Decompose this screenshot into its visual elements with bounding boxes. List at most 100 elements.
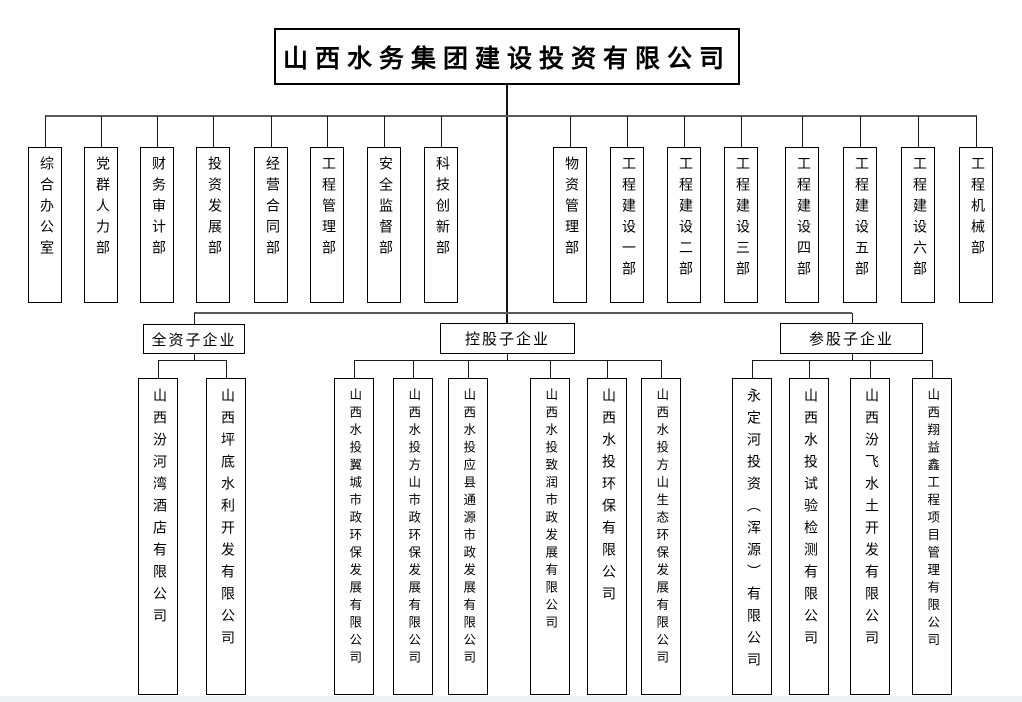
connector-drop xyxy=(194,354,195,360)
root-company-title: 山西水务集团建设投资有限公司 xyxy=(282,45,731,73)
company-label: 永定河投资（浑源）有限公司 xyxy=(745,388,760,674)
department-label: 投资发展部 xyxy=(206,156,221,261)
department-box: 工程建设一部 xyxy=(610,147,644,303)
company-label: 山西翔益鑫工程项目管理有限公司 xyxy=(925,388,940,651)
department-box: 投资发展部 xyxy=(196,147,230,303)
company-label: 山西水投应县通源市政发展有限公司 xyxy=(461,388,476,668)
department-box: 工程建设三部 xyxy=(724,147,758,303)
connector-drop xyxy=(194,313,195,324)
connector-drop xyxy=(852,313,853,324)
department-box: 党群人力部 xyxy=(84,147,118,303)
company-label: 山西汾飞水土开发有限公司 xyxy=(863,388,878,652)
connector-drop xyxy=(918,116,919,147)
connector-drop xyxy=(45,116,46,147)
department-label: 工程建设一部 xyxy=(620,156,635,282)
connector-drop xyxy=(157,116,158,147)
department-box: 工程机械部 xyxy=(959,147,993,303)
department-label: 工程建设五部 xyxy=(853,156,868,282)
connector-trunk xyxy=(506,85,508,323)
connector-drop xyxy=(101,116,102,147)
connector-drop xyxy=(271,116,272,147)
department-box: 经营合同部 xyxy=(254,147,288,303)
connector-drop xyxy=(661,360,662,378)
company-box: 山西水投应县通源市政发展有限公司 xyxy=(448,378,488,695)
connector-drop xyxy=(607,360,608,378)
company-box: 山西水投方山生态环保发展有限公司 xyxy=(641,378,681,695)
department-label: 党群人力部 xyxy=(94,156,109,261)
company-box: 山西水投试验检测有限公司 xyxy=(789,378,829,695)
company-label: 山西水投环保有限公司 xyxy=(600,388,615,608)
connector-drop xyxy=(384,116,385,147)
connector-drop xyxy=(852,354,853,360)
department-box: 安全监督部 xyxy=(367,147,401,303)
connector-drop xyxy=(627,116,628,147)
connector-rail xyxy=(158,360,227,361)
department-label: 财务审计部 xyxy=(150,156,165,261)
company-box: 山西水投方山市政环保发展有限公司 xyxy=(393,378,433,695)
department-box: 工程管理部 xyxy=(310,147,344,303)
connector-group-rail xyxy=(194,312,852,314)
group-label: 全资子企业 xyxy=(151,332,237,349)
department-box: 工程建设四部 xyxy=(785,147,819,303)
department-label: 综合办公室 xyxy=(38,156,53,261)
company-label: 山西水投致润市政发展有限公司 xyxy=(543,388,558,633)
connector-rail xyxy=(354,360,661,361)
root-company-box: 山西水务集团建设投资有限公司 xyxy=(274,28,740,85)
company-label: 山西水投方山生态环保发展有限公司 xyxy=(654,388,669,668)
company-box: 山西坪底水利开发有限公司 xyxy=(206,378,246,695)
company-label: 山西坪底水利开发有限公司 xyxy=(219,388,234,652)
group-box-holding: 控股子企业 xyxy=(440,323,575,354)
group-box-equity: 参股子企业 xyxy=(780,323,923,354)
company-label: 山西水投翼城市政环保发展有限公司 xyxy=(347,388,362,668)
department-box: 综合办公室 xyxy=(28,147,62,303)
company-box: 山西水投翼城市政环保发展有限公司 xyxy=(334,378,374,695)
department-label: 安全监督部 xyxy=(377,156,392,261)
department-label: 工程机械部 xyxy=(969,156,984,261)
connector-drop xyxy=(354,360,355,378)
connector-drop xyxy=(468,360,469,378)
connector-drop xyxy=(570,116,571,147)
department-label: 工程建设四部 xyxy=(795,156,810,282)
department-label: 物资管理部 xyxy=(563,156,578,261)
department-label: 经营合同部 xyxy=(264,156,279,261)
connector-drop xyxy=(441,116,442,147)
connector-drop xyxy=(213,116,214,147)
department-box: 工程建设二部 xyxy=(667,147,701,303)
connector-drop xyxy=(226,360,227,378)
connector-drop xyxy=(870,360,871,378)
department-label: 工程建设六部 xyxy=(911,156,926,282)
department-box: 工程建设六部 xyxy=(901,147,935,303)
connector-drop xyxy=(327,116,328,147)
department-label: 工程建设二部 xyxy=(677,156,692,282)
company-label: 山西水投方山市政环保发展有限公司 xyxy=(406,388,421,668)
connector-drop xyxy=(550,360,551,378)
company-box: 永定河投资（浑源）有限公司 xyxy=(732,378,772,695)
company-label: 山西水投试验检测有限公司 xyxy=(802,388,817,652)
connector-rail xyxy=(752,360,933,361)
company-box: 山西汾飞水土开发有限公司 xyxy=(850,378,890,695)
department-box: 工程建设五部 xyxy=(843,147,877,303)
company-box: 山西水投环保有限公司 xyxy=(587,378,627,695)
connector-drop xyxy=(507,354,508,360)
department-label: 工程管理部 xyxy=(320,156,335,261)
connector-drop xyxy=(158,360,159,378)
department-box: 科技创新部 xyxy=(424,147,458,303)
group-label: 参股子企业 xyxy=(808,332,894,348)
connector-drop xyxy=(860,116,861,147)
company-label: 山西汾河湾酒店有限公司 xyxy=(151,388,166,630)
department-box: 物资管理部 xyxy=(553,147,587,303)
department-box: 财务审计部 xyxy=(140,147,174,303)
group-label: 控股子企业 xyxy=(464,332,550,348)
company-box: 山西翔益鑫工程项目管理有限公司 xyxy=(912,378,952,695)
company-box: 山西水投致润市政发展有限公司 xyxy=(530,378,570,695)
connector-dept-rail xyxy=(45,115,977,117)
connector-drop xyxy=(741,116,742,147)
department-label: 工程建设三部 xyxy=(734,156,749,282)
group-box-wholly-owned: 全资子企业 xyxy=(143,324,245,354)
connector-drop xyxy=(802,116,803,147)
connector-drop xyxy=(976,116,977,147)
department-label: 科技创新部 xyxy=(434,156,449,261)
bottom-edge-strip xyxy=(0,696,1022,702)
company-box: 山西汾河湾酒店有限公司 xyxy=(138,378,178,695)
